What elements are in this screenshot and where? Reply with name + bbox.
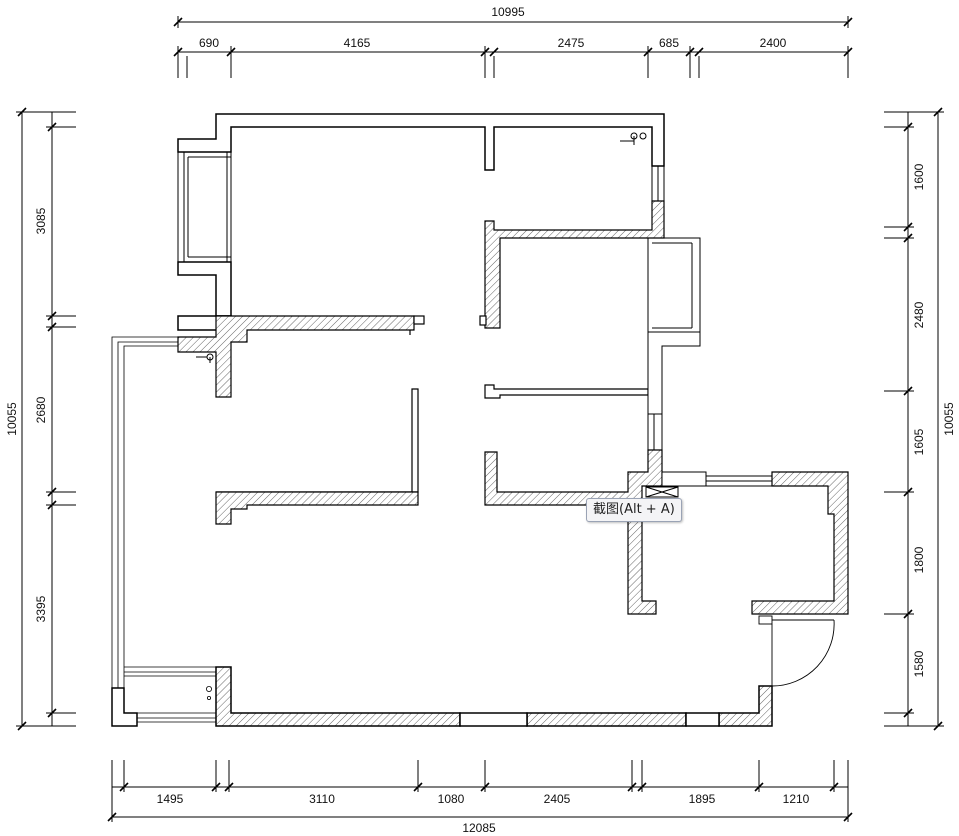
dim-top-seg-3: 2475 xyxy=(558,36,585,50)
dim-bottom-seg-6: 1210 xyxy=(783,792,810,806)
dim-top-seg-4: 685 xyxy=(659,36,679,50)
dim-bottom-total: 12085 xyxy=(462,821,496,835)
bottom-dimension-lines xyxy=(107,760,853,822)
dim-left-seg-3: 3395 xyxy=(34,595,48,622)
duct-box xyxy=(645,486,679,498)
dim-right-seg-1: 1600 xyxy=(912,163,926,190)
dim-right-seg-3: 1605 xyxy=(912,428,926,455)
dim-bottom-seg-3: 1080 xyxy=(438,792,465,806)
dim-top-total: 10995 xyxy=(491,5,525,19)
dim-right-seg-2: 2480 xyxy=(912,301,926,328)
pipe-fixtures xyxy=(196,132,647,363)
dim-top-seg-2: 4165 xyxy=(344,36,371,50)
entry-door xyxy=(758,615,835,687)
dim-bottom-seg-5: 1895 xyxy=(689,792,716,806)
dim-bottom-seg-4: 2405 xyxy=(544,792,571,806)
dim-left-seg-2: 2680 xyxy=(34,396,48,423)
dim-top-seg-5: 2400 xyxy=(760,36,787,50)
dim-right-total: 10055 xyxy=(942,402,956,436)
top-dimension-lines xyxy=(173,16,853,78)
dim-bottom-seg-1: 1495 xyxy=(157,792,184,806)
dim-right-seg-5: 1580 xyxy=(912,650,926,677)
right-window xyxy=(647,166,772,496)
right-dimension-lines xyxy=(884,107,944,731)
outer-walls xyxy=(111,113,773,727)
dim-right-seg-4: 1800 xyxy=(912,546,926,573)
left-dimension-lines xyxy=(16,107,76,731)
dim-bottom-seg-2: 3110 xyxy=(309,792,335,806)
interior-walls xyxy=(177,200,849,615)
left-balcony-railing xyxy=(111,336,216,723)
dim-left-total: 10055 xyxy=(5,402,19,436)
dim-top-seg-1: 690 xyxy=(199,36,219,50)
screenshot-tooltip: 截图(Alt + A) xyxy=(586,498,682,522)
dim-left-seg-1: 3085 xyxy=(34,207,48,234)
left-window xyxy=(177,152,232,262)
